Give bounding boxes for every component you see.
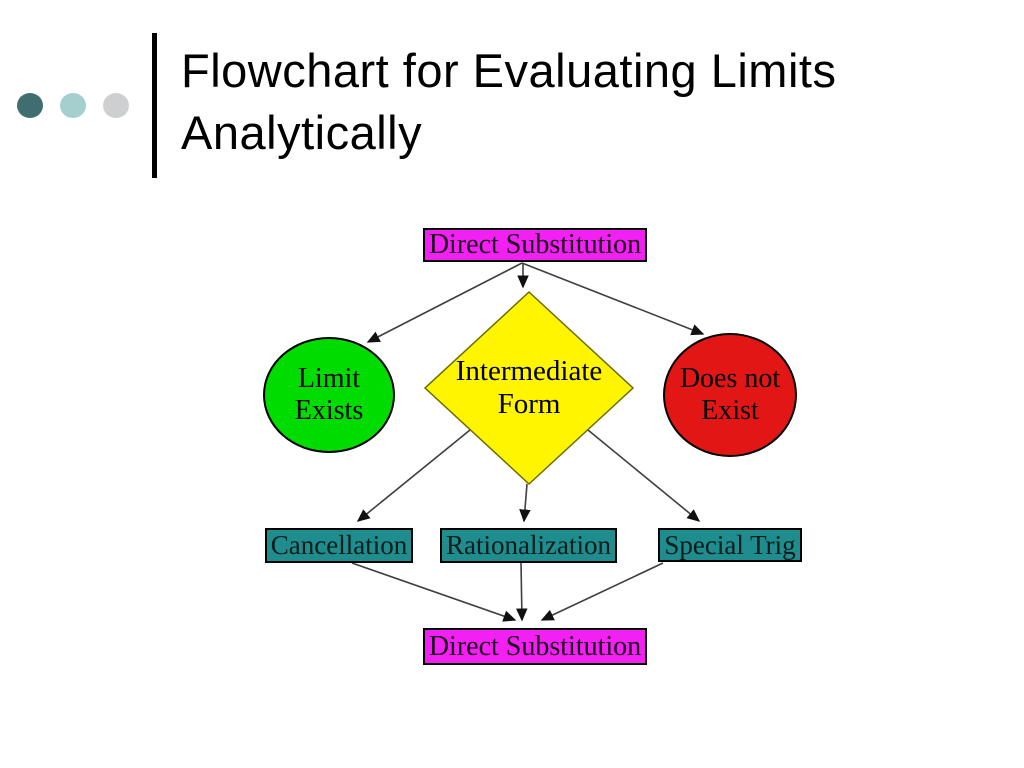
decorative-dot-gray	[103, 93, 129, 118]
node-cancellation: Cancellation	[265, 528, 413, 563]
node-special-trig: Special Trig	[658, 528, 802, 562]
node-label-line1: Limit	[297, 362, 361, 394]
node-label-line1: Does not	[679, 362, 781, 394]
node-intermediate-form: Intermediate Form	[429, 352, 629, 424]
node-does-not-exist: Does not Exist	[663, 333, 797, 457]
slide-title: Flowchart for Evaluating Limits Analytic…	[181, 44, 837, 160]
node-label: Direct Substitution	[428, 229, 642, 260]
node-label: Direct Substitution	[428, 630, 642, 662]
node-label-line1: Intermediate	[455, 354, 603, 387]
node-direct-substitution-top: Direct Substitution	[423, 228, 647, 262]
decorative-dot-dark-teal	[17, 93, 43, 118]
node-label-line2: Form	[497, 388, 561, 420]
node-limit-exists: Limit Exists	[263, 337, 395, 453]
connector-rationalization-to-bottom	[516, 562, 528, 622]
connector-diamond-to-rationalization	[519, 483, 531, 523]
connector-diamond-to-cancellation	[356, 429, 471, 522]
title-divider-bar	[152, 33, 157, 178]
connector-cancellation-to-bottom	[351, 562, 517, 622]
decorative-dot-light-teal	[60, 93, 86, 118]
node-label-line2: Exists	[294, 395, 364, 426]
connector-special-trig-to-bottom	[540, 562, 664, 621]
node-label: Rationalization	[446, 530, 611, 560]
node-rationalization: Rationalization	[440, 528, 617, 563]
connector-diamond-to-special-trig	[587, 429, 701, 522]
node-label: Cancellation	[270, 530, 408, 560]
node-label: Special Trig	[664, 529, 796, 560]
node-direct-substitution-bottom: Direct Substitution	[423, 628, 647, 665]
connector-top-to-limit-exists	[366, 262, 523, 343]
connector-top-to-does-not-exist	[521, 262, 705, 336]
node-label-line2: Exist	[701, 395, 759, 426]
diamond-intermediate-form-shape	[423, 290, 635, 486]
